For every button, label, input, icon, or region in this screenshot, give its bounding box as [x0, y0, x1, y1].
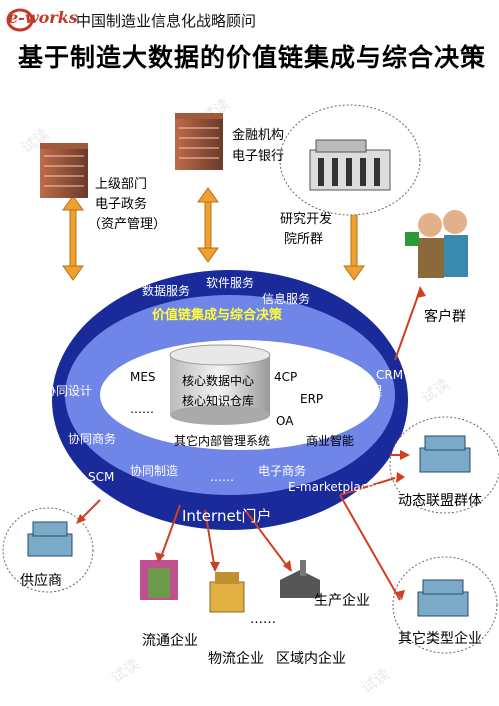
ring-ecommerce: 电子商务 [258, 464, 307, 478]
ring-info-service: 信息服务 [262, 292, 311, 306]
ring-data-service: 数据服务 [142, 284, 191, 298]
building-gov [40, 143, 88, 198]
customers-label: 客户群 [424, 309, 466, 325]
ring-portal: Internet门户 [182, 507, 272, 525]
building-supplier [27, 521, 73, 557]
building-bank [175, 113, 223, 170]
gov-label-3: （资产管理） [88, 217, 167, 232]
core-oa: OA [276, 414, 294, 428]
building-alliance [419, 435, 471, 473]
outer-dots: …… [250, 612, 276, 627]
icon-distribution [140, 560, 178, 600]
ring-collab-mgmt: 协同管理 [334, 384, 383, 398]
org-tagline: 中国制造业信息化战略顾问 [76, 12, 257, 30]
supplier-label: 供应商 [20, 573, 62, 589]
alliance-label: 动态联盟群体 [398, 493, 482, 509]
core-label-2: 核心知识仓库 [182, 394, 255, 408]
ring-banner: 价值链集成与综合决策 [152, 308, 283, 323]
core-mes: MES [130, 370, 156, 384]
regional-label: 区域内企业 [276, 651, 346, 667]
core-label-1: 核心数据中心 [182, 374, 255, 388]
building-research [309, 139, 391, 191]
logo-text: e-works [8, 8, 78, 27]
production-label: 生产企业 [314, 593, 370, 609]
core-other-systems: 其它内部管理系统 [174, 434, 271, 448]
building-other [417, 579, 469, 617]
ring-collab-commerce: 协同商务 [68, 432, 117, 446]
eworks-logo [4, 6, 74, 32]
page-title: 基于制造大数据的价值链集成与综合决策 [18, 43, 487, 72]
ring-collab-design: 协同设计 [44, 384, 93, 398]
arrow-gov [62, 195, 84, 281]
core-erp: ERP [300, 392, 324, 406]
gov-label-2: 电子政务 [95, 197, 148, 212]
research-label-2: 院所群 [284, 232, 324, 247]
core-dots: …… [130, 402, 154, 416]
gov-label-1: 上级部门 [95, 177, 148, 192]
ring-software-service: 软件服务 [206, 276, 255, 290]
ring-crm: CRM [376, 368, 404, 382]
ring-emarketplaces: E-marketplaces [288, 480, 382, 494]
logistics-label: 物流企业 [208, 651, 264, 667]
icon-production [280, 560, 320, 598]
icon-customers [405, 210, 468, 278]
distribution-label: 流通企业 [142, 633, 198, 649]
ring-dots: …… [210, 470, 234, 484]
ring-collab-mfg: 协同制造 [130, 464, 179, 478]
research-label-1: 研究开发 [280, 212, 333, 227]
core-4cp: 4CP [274, 370, 298, 384]
bank-label-2: 电子银行 [232, 149, 285, 164]
other-enterprise-label: 其它类型企业 [398, 631, 482, 647]
core-bi: 商业智能 [306, 434, 355, 448]
ring-scm: SCM [88, 470, 115, 484]
arrow-bank [197, 187, 219, 263]
bank-label-1: 金融机构 [232, 128, 285, 143]
icon-logistics [209, 572, 245, 613]
